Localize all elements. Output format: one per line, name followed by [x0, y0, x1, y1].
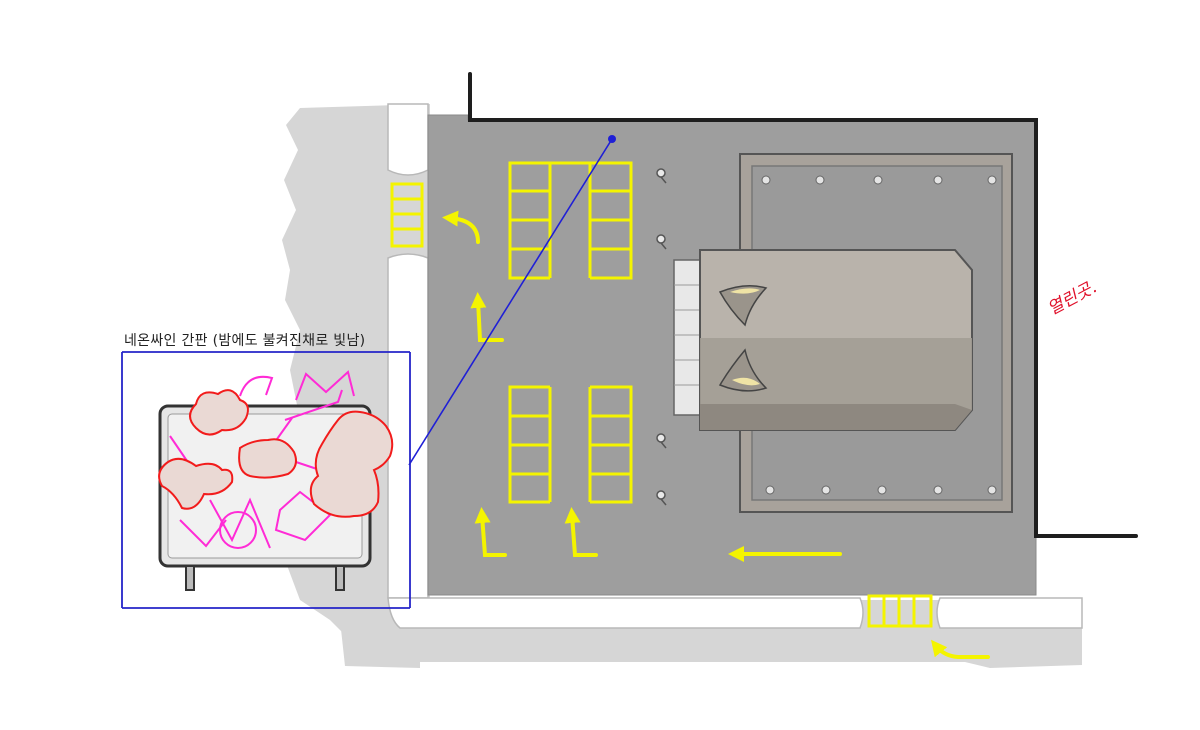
neon-red-strokes — [158, 389, 394, 518]
bollard-icon — [656, 234, 667, 250]
bollard-icon — [656, 490, 667, 506]
neon-sign-illustration — [158, 370, 394, 591]
building — [673, 153, 1013, 513]
crosswalk-west — [390, 182, 424, 248]
crosswalk-south — [867, 594, 933, 628]
stall-block-se — [588, 385, 633, 504]
stall-block-sw — [508, 385, 552, 504]
stall-block-ne — [588, 161, 633, 280]
skylight-icon — [718, 285, 768, 327]
bollards — [656, 168, 667, 506]
callout-leader — [408, 135, 616, 466]
bollard-icon — [656, 433, 667, 449]
callout-frame — [121, 351, 411, 609]
curved-arrow-icon — [564, 507, 598, 557]
callout-label: 네온싸인 간판 (밤에도 불켜진채로 빛남) — [124, 333, 366, 349]
roof-light-icons — [761, 175, 997, 495]
car-character-icon — [238, 438, 297, 479]
fish-character-icon — [158, 457, 234, 510]
curved-arrow-icon — [474, 507, 507, 557]
bollard-icon — [656, 168, 667, 184]
curved-arrow-icon — [930, 639, 990, 659]
curved-arrow-icon — [470, 292, 504, 342]
traffic-arrows — [442, 210, 990, 659]
curb-lanes — [387, 103, 1083, 629]
curved-arrow-icon — [442, 210, 480, 244]
fence — [468, 72, 1138, 538]
cloud-character-icon — [189, 389, 249, 436]
panda-character-icon — [309, 410, 394, 518]
